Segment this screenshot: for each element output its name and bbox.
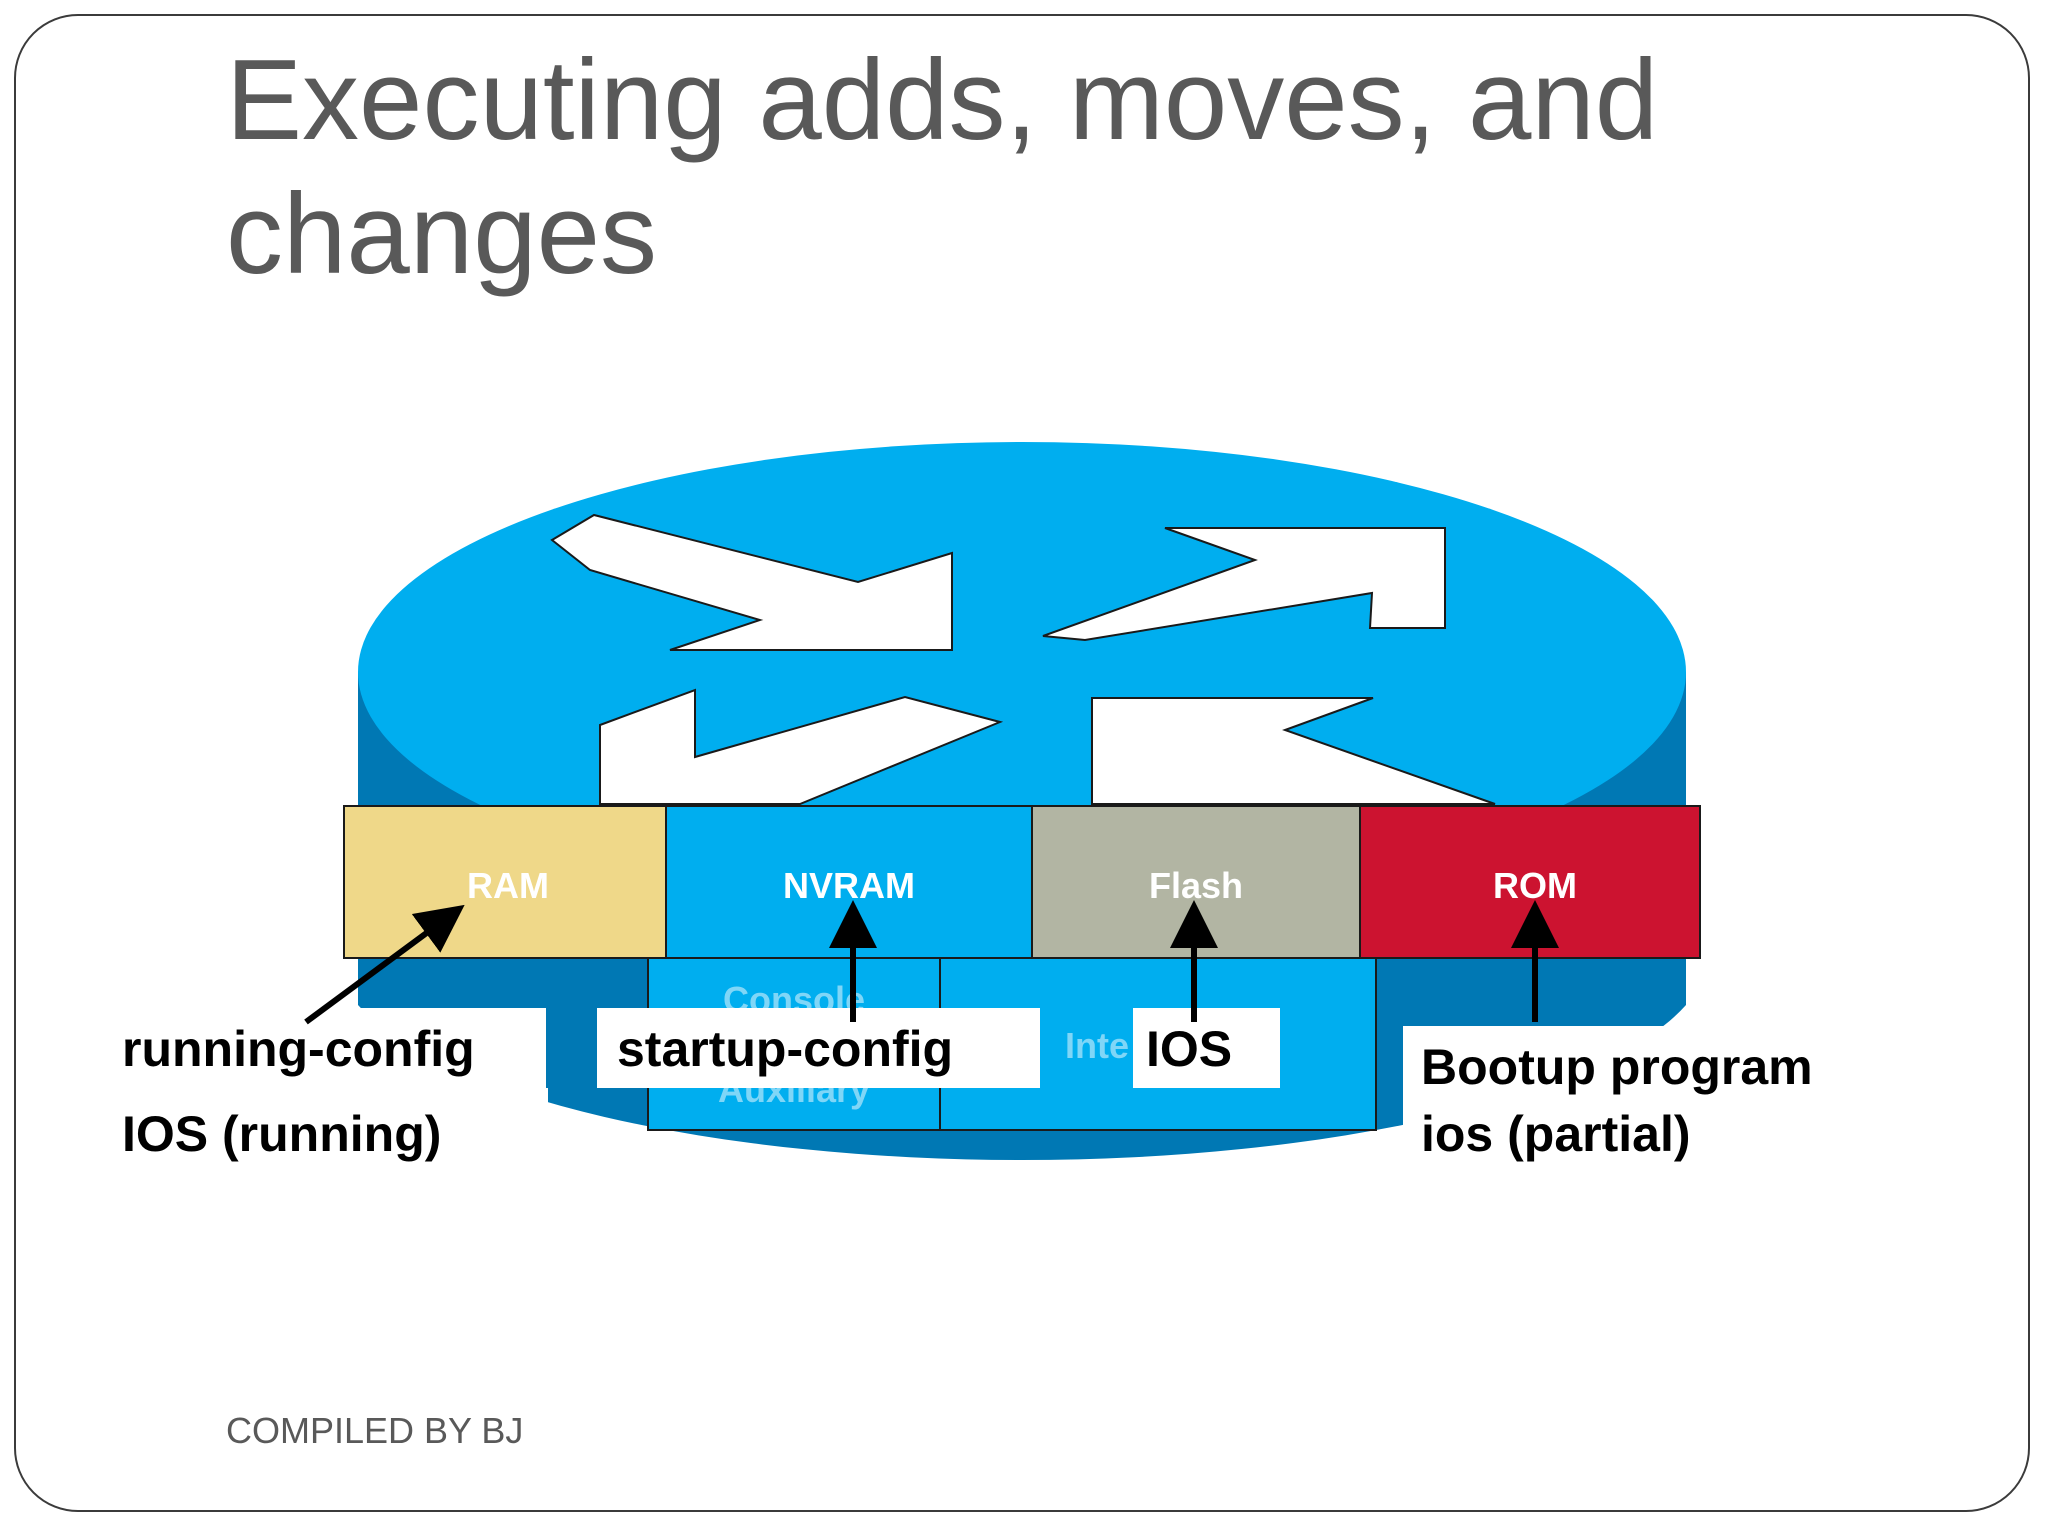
footer-credit: COMPILED BY BJ: [226, 1410, 524, 1451]
flash-label: Flash: [1149, 865, 1243, 906]
memory-labels: RAM NVRAM Flash ROM: [467, 865, 1577, 906]
rom-callout-line-2: ios (partial): [1421, 1106, 1691, 1162]
nvram-callout-line-1: startup-config: [617, 1021, 954, 1077]
slide-title-line-1: Executing adds, moves, and: [226, 37, 1659, 164]
nvram-callout-box: [597, 1008, 1040, 1088]
flash-callout-box: [1133, 1008, 1280, 1088]
ram-callout-box-lower: [116, 1088, 548, 1192]
arrow-top-left-icon: [550, 513, 953, 651]
arrow-bottom-right-icon: [1091, 697, 1496, 805]
ram-block: [343, 805, 667, 959]
rom-callout-line-1: Bootup program: [1421, 1039, 1813, 1095]
ram-callout-box: [116, 1008, 546, 1088]
arrow-top-right-icon: [1042, 527, 1446, 642]
ram-callout-line-2: IOS (running): [122, 1106, 442, 1162]
rom-callout-box: [1403, 1026, 1843, 1236]
flash-callout-line-1: IOS: [1146, 1021, 1233, 1077]
ram-callout-arrow: [304, 904, 465, 1025]
ram-callout-line-1: running-config: [122, 1021, 475, 1077]
router-arrows: [550, 513, 1496, 805]
arrow-bottom-left-icon: [599, 688, 1004, 805]
slide-title: Executing adds, moves, and changes: [226, 34, 1926, 302]
slide-title-line-2: changes: [226, 171, 658, 298]
rom-label: ROM: [1493, 865, 1577, 906]
nvram-label: NVRAM: [783, 865, 915, 906]
interfaces-label: Inte: [1065, 1025, 1129, 1066]
ram-label: RAM: [467, 865, 549, 906]
